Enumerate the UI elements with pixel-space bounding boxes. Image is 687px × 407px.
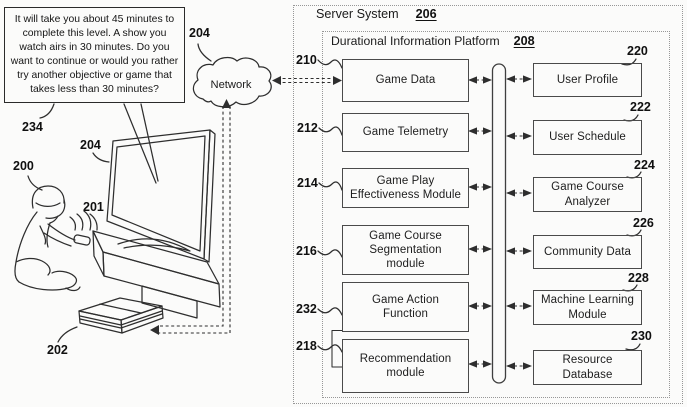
platform-box [322, 31, 670, 398]
platform-title: Durational Information Platform 208 [331, 34, 535, 48]
platform-title-text: Durational Information Platform [331, 34, 500, 48]
module-label: Community Data [543, 245, 632, 258]
connector-console-cloud [150, 99, 231, 335]
module-label: Game Course Analyzer [551, 181, 624, 208]
ref-216: 216 [296, 244, 317, 258]
module-label: User Schedule [549, 131, 626, 144]
ref-214: 214 [297, 176, 318, 190]
ref-228: 228 [628, 271, 649, 285]
module-box-community-data: Community Data [533, 235, 642, 269]
ref-204-network: 204 [189, 26, 210, 40]
network-cloud: Network [192, 56, 272, 108]
module-box-resource-database: Resource Database [533, 350, 642, 385]
tv-stand [92, 230, 221, 319]
ref-222: 222 [630, 100, 651, 114]
ref-208: 208 [513, 34, 535, 48]
server-system-title: Server System 206 [316, 7, 437, 21]
module-label: User Profile [556, 73, 619, 86]
module-box-game-data: Game Data [342, 59, 469, 102]
module-box-user-schedule: User Schedule [533, 120, 642, 155]
speech-bubble-tail [123, 103, 159, 184]
module-box-game-course-segmentation: Game Course Segmentation module [342, 225, 469, 275]
ref-232: 232 [296, 302, 317, 316]
module-box-user-profile: User Profile [533, 63, 642, 97]
ref-224: 224 [634, 158, 655, 172]
module-box-game-action-function: Game Action Function [342, 282, 469, 332]
module-box-game-telemetry: Game Telemetry [342, 113, 469, 152]
ref-212: 212 [297, 121, 318, 135]
tv [106, 129, 216, 263]
ref-210: 210 [296, 53, 317, 67]
module-label: Machine Learning Module [540, 294, 635, 321]
ref-206: 206 [415, 7, 437, 21]
person-figure [14, 185, 92, 292]
ref-202-console: 202 [47, 343, 68, 357]
speech-bubble-text: It will take you about 45 minutes to com… [10, 14, 179, 95]
module-label: Recommendation module [359, 352, 452, 379]
server-system-box [293, 5, 683, 404]
module-label: Game Play Effectiveness Module [349, 174, 462, 201]
ref-230: 230 [631, 329, 652, 343]
module-label: Game Telemetry [362, 126, 449, 139]
module-label: Game Course Segmentation module [369, 229, 442, 270]
module-label: Game Data [375, 74, 436, 87]
module-box-recommendation: Recommendation module [342, 339, 469, 393]
ref-200-person: 200 [13, 159, 34, 173]
module-label: Resource Database [562, 354, 613, 381]
speech-bubble: It will take you about 45 minutes to com… [4, 7, 185, 103]
game-console [78, 297, 164, 334]
ref-201-controller: 201 [83, 200, 104, 214]
ref-226: 226 [633, 216, 654, 230]
module-box-machine-learning: Machine Learning Module [533, 290, 642, 325]
module-box-game-course-analyzer: Game Course Analyzer [533, 177, 642, 212]
game-controller [73, 234, 91, 246]
module-label: Game Action Function [372, 293, 439, 320]
server-system-title-text: Server System [316, 7, 399, 21]
module-box-game-play-effectiveness: Game Play Effectiveness Module [342, 168, 469, 208]
ref-218: 218 [296, 339, 317, 353]
ref-234: 234 [22, 120, 43, 134]
network-label: Network [210, 79, 251, 91]
ref-220: 220 [627, 44, 648, 58]
ref-204-tv: 204 [80, 138, 101, 152]
